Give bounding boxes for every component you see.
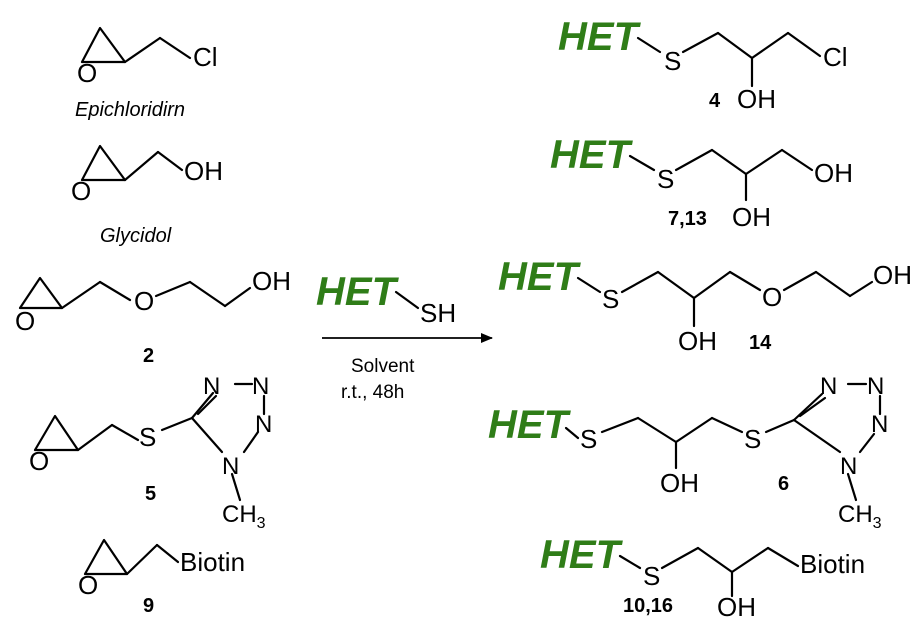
- hydroxyl-label: OH: [184, 156, 223, 186]
- compound-5-structure: O S N N N N CH3 5: [29, 373, 272, 532]
- solvent-label: Solvent: [351, 356, 415, 377]
- compound-number: 10,16: [623, 595, 673, 617]
- epoxide-oxygen: O: [78, 570, 98, 600]
- methyl-label: CH3: [222, 501, 266, 532]
- hydroxyl-label: OH: [660, 468, 699, 498]
- epichlorohydrin-name: Epichloridirn: [75, 99, 185, 121]
- compound-number: 14: [749, 332, 772, 354]
- sulfur-label: S: [643, 561, 660, 591]
- sulfur-label: S: [580, 424, 597, 454]
- ether-oxygen: O: [762, 282, 782, 312]
- product-14-structure: HET S O OH OH 14: [498, 255, 912, 356]
- compound-number: 9: [143, 595, 154, 617]
- product-7-13-structure: HET S OH OH 7,13: [550, 133, 853, 232]
- biotin-label: Biotin: [800, 549, 865, 579]
- methyl-label: CH3: [838, 501, 882, 532]
- tetrazole-n: N: [820, 373, 837, 400]
- het-label: HET: [498, 255, 582, 299]
- compound-number: 6: [778, 473, 789, 495]
- sulfur-label: S: [602, 284, 619, 314]
- product-6-structure: HET S S OH 6 N N N N CH3: [488, 373, 888, 532]
- conditions-label: r.t., 48h: [341, 382, 404, 403]
- hydroxyl-label: OH: [732, 202, 771, 232]
- product-10-16-structure: HET S Biotin OH 10,16: [540, 533, 865, 618]
- sulfur-label: S: [657, 164, 674, 194]
- product-4-structure: HET S Cl OH 4: [558, 15, 848, 114]
- tetrazole-n: N: [840, 453, 857, 480]
- epoxide-oxygen: O: [71, 176, 91, 206]
- ether-oxygen: O: [134, 286, 154, 316]
- epichlorohydrin-structure: O Cl Epichloridirn: [75, 26, 218, 121]
- hydroxyl-label: OH: [737, 84, 776, 114]
- compound-number: 5: [145, 483, 156, 505]
- hydroxyl-label: OH: [814, 158, 853, 188]
- epoxide-oxygen: O: [29, 446, 49, 476]
- hydroxyl-label: OH: [873, 260, 912, 290]
- compound-number: 4: [709, 90, 721, 112]
- tetrazole-n: N: [203, 373, 220, 400]
- compound-number: 7,13: [668, 208, 707, 230]
- het-label: HET: [540, 533, 624, 577]
- het-reagent-label: HET: [316, 270, 400, 314]
- compound-2-structure: O O OH 2: [15, 266, 291, 367]
- sulfur-label: S: [744, 424, 761, 454]
- het-label: HET: [550, 133, 634, 177]
- sulfur-label: S: [139, 422, 156, 452]
- reaction-arrow-group: HET SH Solvent r.t., 48h: [316, 270, 493, 403]
- het-label: HET: [558, 15, 642, 59]
- hydroxyl-label: OH: [678, 326, 717, 356]
- glycidol-structure: O OH Glycidol: [71, 144, 223, 247]
- hydroxyl-label: OH: [252, 266, 291, 296]
- tetrazole-n: N: [255, 411, 272, 438]
- biotin-label: Biotin: [180, 547, 245, 577]
- tetrazole-n: N: [867, 373, 884, 400]
- compound-number: 2: [143, 345, 154, 367]
- epoxide-oxygen: O: [15, 306, 35, 336]
- sulfur-label: S: [664, 46, 681, 76]
- het-label: HET: [488, 403, 572, 447]
- hydroxyl-label: OH: [717, 592, 756, 618]
- chloro-label: Cl: [193, 42, 218, 72]
- tetrazole-n: N: [252, 373, 269, 400]
- tetrazole-n: N: [222, 453, 239, 480]
- glycidol-name: Glycidol: [100, 225, 172, 247]
- chloro-label: Cl: [823, 42, 848, 72]
- sh-label: SH: [420, 298, 456, 328]
- epoxide-oxygen: O: [77, 58, 97, 88]
- tetrazole-n: N: [871, 411, 888, 438]
- compound-9-structure: O Biotin 9: [78, 538, 245, 617]
